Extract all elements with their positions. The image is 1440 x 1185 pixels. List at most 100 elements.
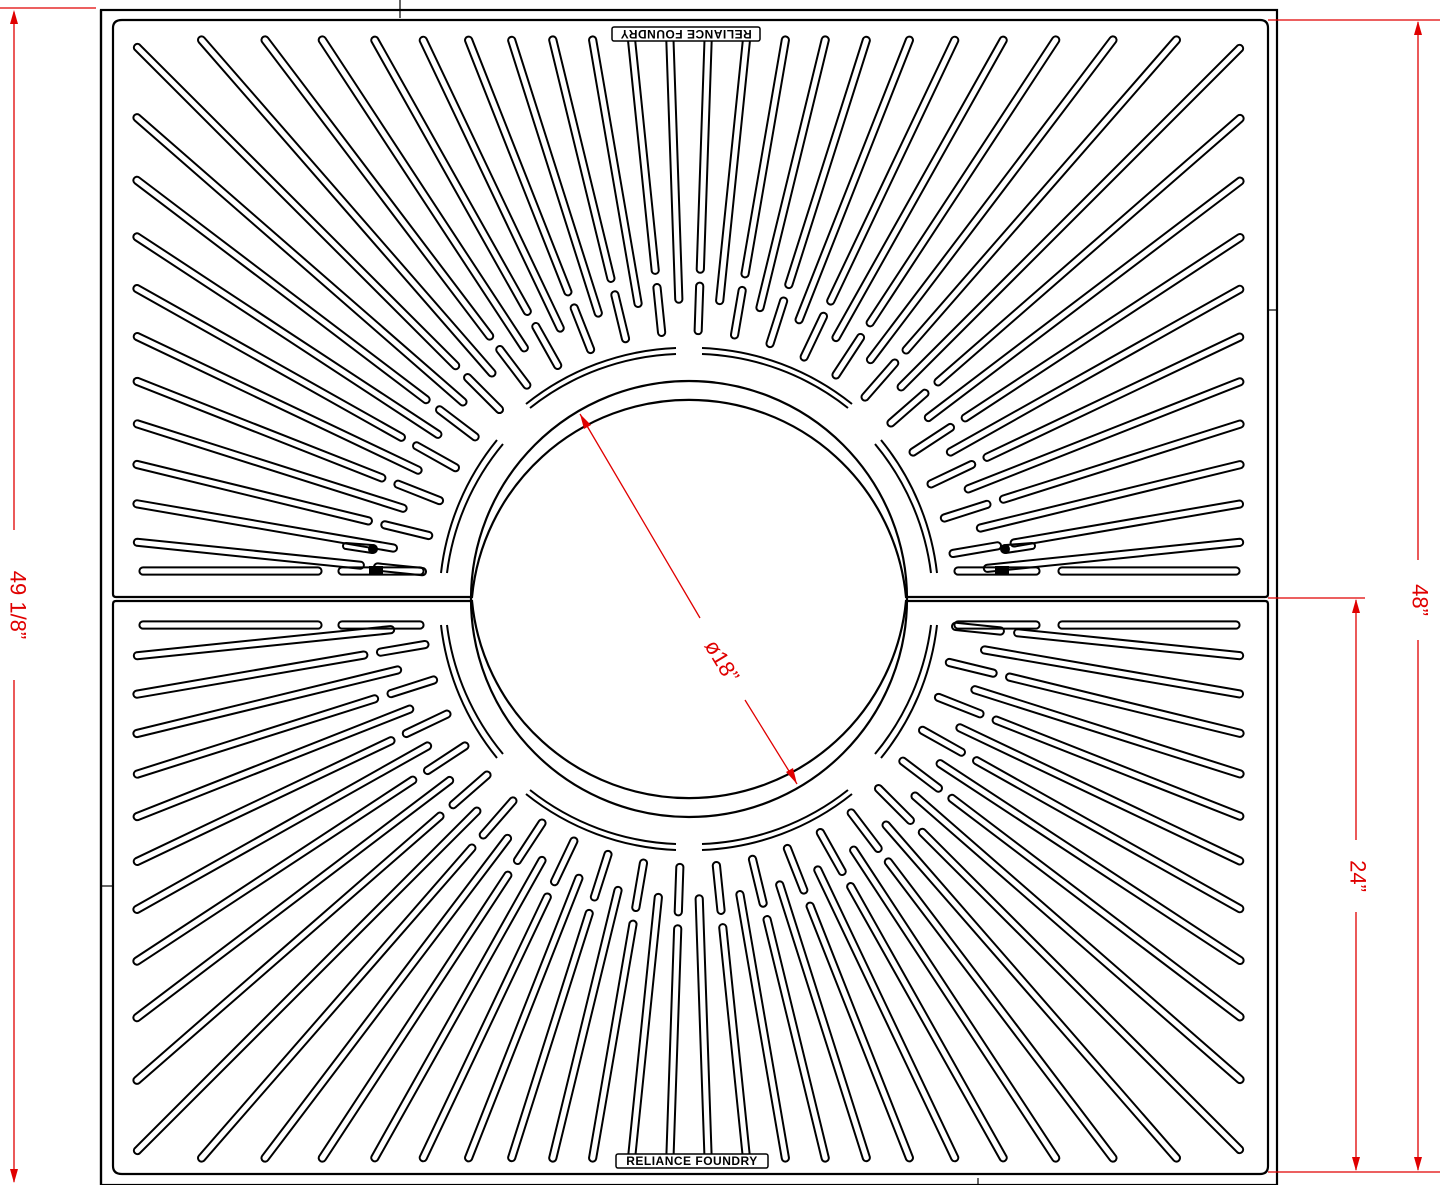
grate-slot (948, 541, 1002, 559)
grate-slot (610, 290, 631, 344)
arc-slot (525, 347, 677, 405)
grate-slot (975, 460, 1245, 533)
grate-slot (317, 35, 529, 353)
grate-slot (865, 35, 1118, 365)
grate-slot (782, 843, 809, 895)
grate-slot (935, 759, 1245, 965)
brand-plate-top: RELIANCE FOUNDRY (611, 26, 761, 42)
grate-slot (386, 675, 439, 699)
grate-top-half (111, 18, 1270, 599)
grate-height-label: 48” (1408, 584, 1433, 616)
grate-slot (693, 281, 705, 336)
grate-slot (495, 345, 532, 390)
diameter-label: ø18” (700, 635, 745, 687)
grate-slot (569, 303, 596, 355)
inner-arc-slots (440, 347, 938, 851)
grate-slot (1057, 620, 1241, 630)
grate-slot (729, 286, 747, 340)
grate-slot (908, 422, 956, 457)
grate-slot (512, 818, 547, 866)
grate-slot (775, 880, 871, 1163)
arc-slot (440, 624, 498, 759)
arc-slot (701, 793, 853, 851)
grate-slot (982, 332, 1245, 462)
grate-slot (923, 176, 1245, 423)
grate-slot (197, 843, 477, 1163)
grate-slot (138, 620, 323, 630)
grate-slot (784, 35, 871, 290)
grate-slot (715, 35, 752, 306)
grate-slot (548, 35, 616, 283)
grate-slot (1057, 566, 1241, 576)
grate-slot (886, 388, 930, 428)
grate-slot (422, 741, 470, 776)
grate-slot (926, 459, 977, 489)
arc-slot (446, 624, 504, 755)
radial-slots (132, 35, 1245, 1163)
grate-slot (813, 865, 960, 1163)
grate-slot (901, 35, 1181, 355)
grate-slot (412, 441, 460, 473)
grate-slot (953, 620, 1041, 630)
grate-slot (944, 657, 998, 678)
grate-slot (132, 775, 455, 1023)
arc-slot (874, 624, 932, 755)
arc-slot (446, 443, 504, 574)
grate-slot (132, 811, 445, 1085)
grate-slot (665, 35, 684, 304)
grate-slot (132, 376, 387, 483)
tree-opening-circle (469, 379, 909, 819)
grate-slot (132, 694, 380, 779)
grate-slot (673, 862, 685, 917)
grate-halves (111, 18, 1270, 1176)
grate-slot (963, 377, 1245, 494)
grate-slot (747, 854, 768, 908)
grate-slot (548, 885, 623, 1163)
grate-slot (337, 620, 425, 630)
arc-slot (701, 789, 849, 845)
grate-slot (132, 499, 398, 553)
grate-slot (376, 639, 430, 657)
grate-slot (549, 836, 579, 887)
grate-slot (132, 419, 408, 513)
grate-slot (507, 35, 603, 318)
grate-slot (860, 358, 900, 402)
grate-slot (933, 113, 1245, 387)
grate-slot (464, 873, 584, 1163)
arc-slot (529, 353, 677, 409)
grate-slot (531, 322, 563, 370)
grate-slot (337, 566, 425, 576)
grate-slot (380, 520, 434, 541)
arc-slot (701, 353, 849, 409)
grate-slot (132, 806, 482, 1156)
grate-slot (464, 35, 573, 297)
grate-slot (881, 820, 1181, 1163)
grate-slot (401, 709, 452, 739)
grate-slot (132, 775, 418, 966)
arc-slot (529, 789, 677, 845)
grate-slot (883, 857, 1118, 1163)
grate-slot (197, 35, 497, 378)
grate-slot (393, 479, 445, 506)
grate-slot (998, 419, 1245, 504)
grate-slot (960, 233, 1245, 423)
grate-slot (873, 783, 915, 825)
grate-slot (865, 35, 1061, 328)
grate-slot (826, 35, 960, 306)
grate-slot (132, 332, 423, 475)
grate-slot (1013, 628, 1245, 661)
grate-slot (631, 858, 649, 912)
grate-slot (132, 741, 433, 914)
grate-slot (132, 232, 443, 439)
grate-slot (951, 621, 1005, 636)
grate-slot (418, 892, 552, 1163)
grate-slot (799, 311, 829, 362)
grate-slot (132, 537, 365, 570)
grate-slot (933, 692, 985, 719)
grate-slot (695, 35, 713, 274)
grate-slot (589, 849, 613, 902)
grate-slot (132, 665, 403, 739)
grate-slot (917, 827, 1245, 1155)
grate-slot (507, 908, 594, 1163)
